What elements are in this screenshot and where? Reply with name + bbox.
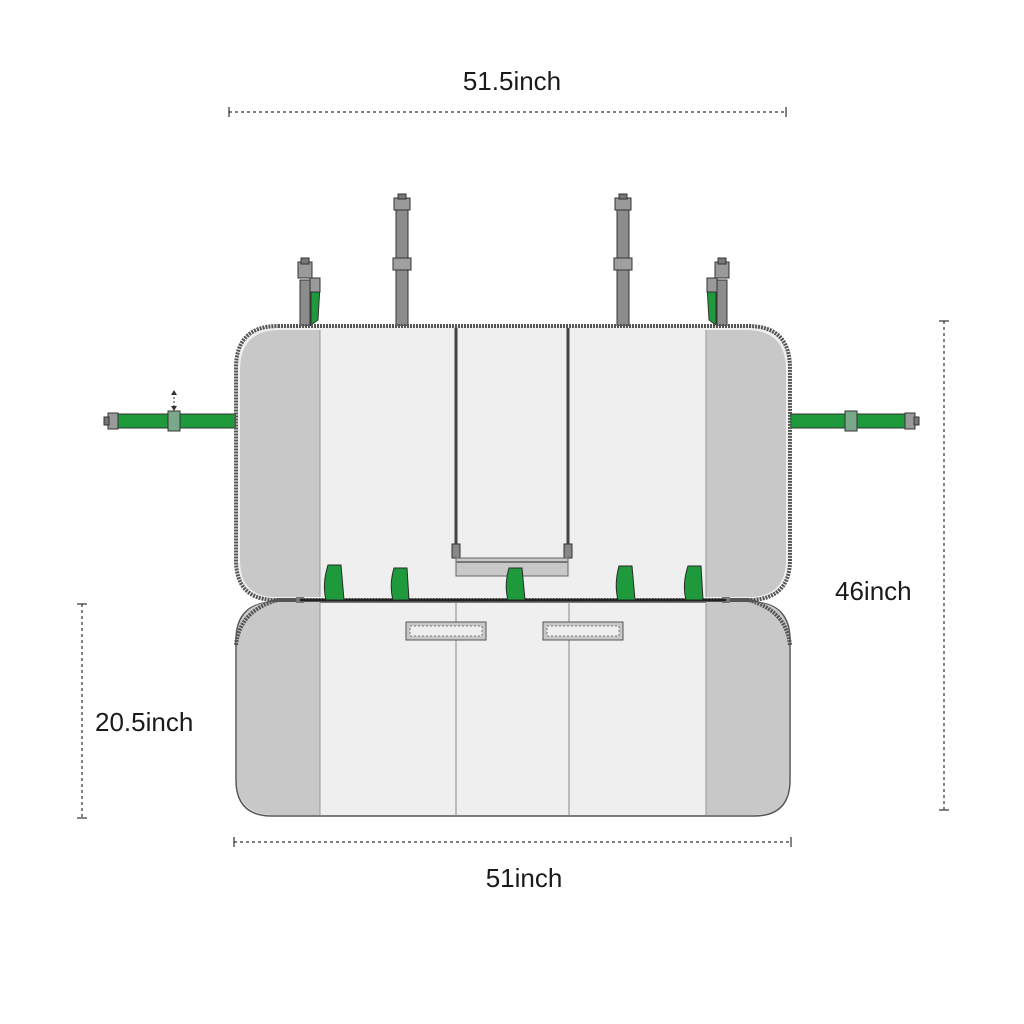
anchor-2 — [390, 567, 410, 601]
seat-panel — [235, 601, 791, 817]
total-height-label: 46inch — [835, 576, 912, 606]
anchor-5 — [683, 565, 704, 601]
side-zippers — [234, 598, 792, 646]
top-width-label: 51.5inch — [462, 66, 562, 96]
headrest-strap-outer-right — [706, 257, 730, 327]
headrest-strap-inner-left — [392, 193, 412, 327]
seat-anchors — [323, 564, 704, 601]
seat-depth-label: 20.5inch — [95, 707, 194, 737]
headrest-strap-inner-right — [613, 193, 633, 327]
seatbelt-slot-left — [405, 621, 487, 641]
top-straps — [297, 193, 730, 327]
anchor-4 — [615, 565, 636, 601]
dimension-lines — [77, 107, 949, 847]
anchor-1 — [323, 564, 345, 601]
headrest-strap-outer-left — [297, 257, 321, 327]
bottom-width-label: 51inch — [485, 863, 563, 893]
backrest-panel — [234, 324, 792, 602]
seatbelt-slot-right — [542, 621, 624, 641]
side-strap-left — [103, 390, 237, 432]
side-strap-right — [788, 410, 920, 432]
anchor-3 — [505, 567, 526, 601]
